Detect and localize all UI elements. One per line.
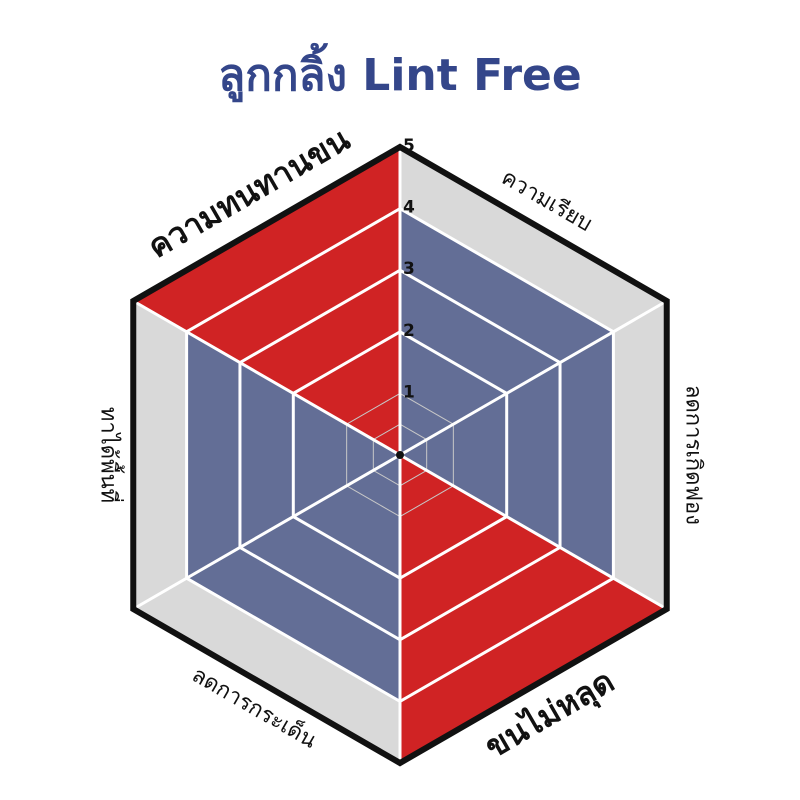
spoke-6 <box>132 299 401 457</box>
spoke-3 <box>399 453 668 611</box>
tick-label-1: 1 <box>403 382 415 402</box>
highlight-sector-1 <box>400 455 667 763</box>
spoke-2 <box>399 299 668 457</box>
spoke-5 <box>132 453 401 611</box>
radar-sectors <box>133 147 667 763</box>
highlight-sector-2 <box>133 147 401 455</box>
center-dot <box>396 451 404 459</box>
tick-label-4: 4 <box>403 198 415 218</box>
axis-label-2: ลดการเกิดฟอง <box>681 385 706 525</box>
radar-grid <box>132 147 668 763</box>
tick-label-5: 5 <box>403 136 415 156</box>
tick-label-2: 2 <box>403 321 415 341</box>
tick-label-3: 3 <box>403 259 415 279</box>
chart-title: ลูกกลิ้ง Lint Free <box>218 50 582 101</box>
hexagon-frame <box>130 143 670 767</box>
axis-label-5: ทาได้พื้นที่ <box>95 407 124 503</box>
radar-tick-labels: 1 2 3 4 5 <box>403 136 415 402</box>
radar-frame <box>130 143 670 767</box>
